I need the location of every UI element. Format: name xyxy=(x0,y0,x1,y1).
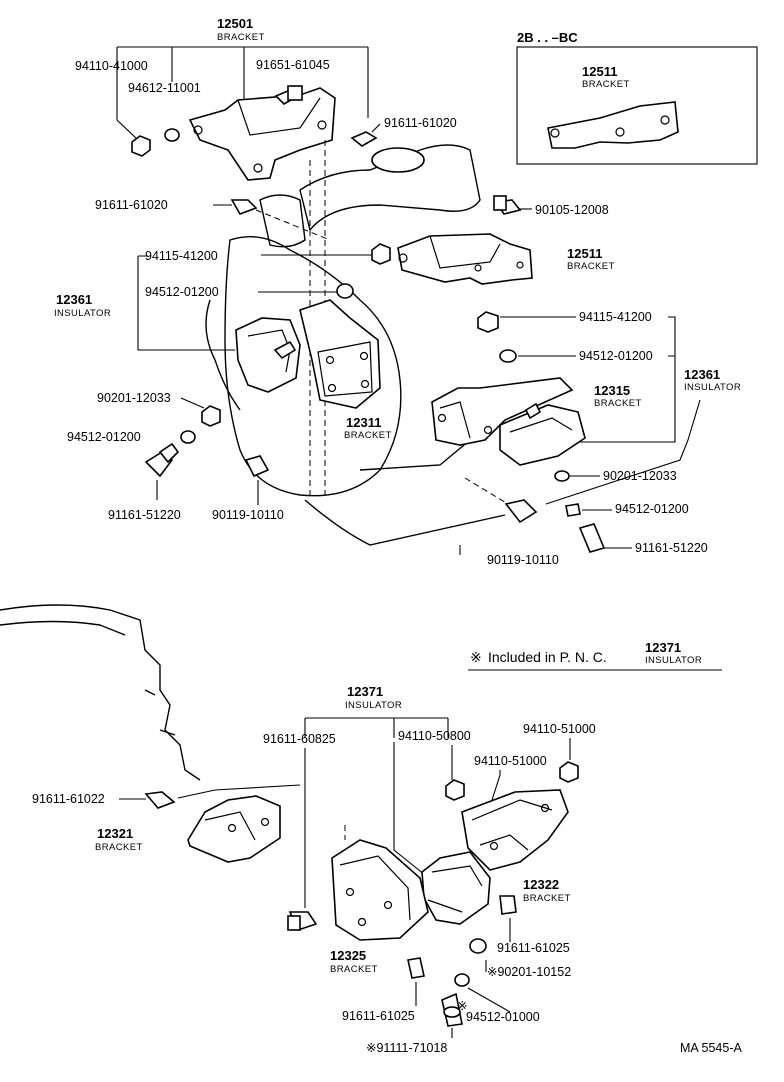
label-12315: 12315 xyxy=(594,383,630,398)
note-text: Included in P. N. C. xyxy=(488,649,607,665)
inset-box: 2B . . –BC 12511 BRACKET xyxy=(516,30,758,165)
washer-94612-11001 xyxy=(164,128,180,142)
label-91611-61025-b: 91611-61025 xyxy=(342,1009,415,1023)
label-12315-name: BRACKET xyxy=(594,398,642,409)
label-91161-51220-a: 91161-51220 xyxy=(108,508,181,522)
nut-94110-41000 xyxy=(131,135,151,157)
label-12322: 12322 xyxy=(523,877,559,892)
engine-block-outline xyxy=(205,144,506,546)
nut-90201-12033-b xyxy=(554,470,570,482)
note-pnc-name: INSULATOR xyxy=(645,655,702,666)
label-94512-01000-mark: ※ xyxy=(457,999,467,1013)
note-symbol: ※ xyxy=(470,649,482,665)
label-12311-name: BRACKET xyxy=(344,430,392,441)
label-12311: 12311 xyxy=(346,415,381,430)
bracket-12511 xyxy=(397,233,533,285)
label-94612-11001: 94612-11001 xyxy=(128,81,201,95)
bolt-90119-10110-b xyxy=(504,499,538,524)
inset-part-name: BRACKET xyxy=(582,79,630,90)
note-pnc: 12371 xyxy=(645,640,681,655)
washer-90201-10152 xyxy=(469,938,487,954)
bracket-12501-group: 12501 BRACKET 94110-41000 94612-11001 91… xyxy=(75,16,457,500)
right-mount-group: 90105-12008 12511 BRACKET 94115-41200 94… xyxy=(397,195,741,567)
bracket-12311 xyxy=(299,299,381,409)
label-90119-10110-b: 90119-10110 xyxy=(487,553,559,567)
bracket-12501 xyxy=(188,87,336,181)
bolt-91611-61025-a xyxy=(499,895,517,915)
label-90119-10110-a: 90119-10110 xyxy=(212,508,284,522)
label-12361-a: 12361 xyxy=(56,292,92,307)
label-94110-50800: 94110-50800 xyxy=(398,729,471,743)
label-12511-name: BRACKET xyxy=(567,261,615,272)
label-12322-name: BRACKET xyxy=(523,893,571,904)
label-94512-01200-d: 94512-01200 xyxy=(615,502,689,516)
bracket-12325 xyxy=(331,839,429,941)
bolt-91611-61020-a xyxy=(350,131,378,147)
label-12361-b: 12361 xyxy=(684,367,720,382)
label-90201-10152: ※90201-10152 xyxy=(487,965,571,979)
nut-94115-41200-a xyxy=(371,243,391,265)
bolt-91161-51220-b xyxy=(578,523,606,553)
washer-94512-01000 xyxy=(454,973,470,987)
label-12371: 12371 xyxy=(347,684,383,699)
label-91111-71018: ※91111-71018 xyxy=(366,1041,447,1055)
label-94512-01000: 94512-01000 xyxy=(466,1010,540,1024)
bracket-12321 xyxy=(187,795,281,863)
label-12361-b-name: INSULATOR xyxy=(684,382,741,393)
lower-engine-outline xyxy=(0,604,201,781)
bolt-91611-61020-b xyxy=(230,199,258,215)
label-91611-61022: 91611-61022 xyxy=(32,792,105,806)
nut-94115-41200-b xyxy=(477,311,499,333)
label-91161-51220-b: 91161-51220 xyxy=(635,541,708,555)
washer-94512-01200-b xyxy=(499,349,517,363)
nut-94110-51000-a xyxy=(559,761,579,783)
doc-code: MA 5545-A xyxy=(680,1041,743,1055)
label-90105-12008: 90105-12008 xyxy=(535,203,609,217)
label-94115-41200-b: 94115-41200 xyxy=(579,310,652,324)
label-91611-61020-a: 91611-61020 xyxy=(384,116,457,130)
insulator-12361-right xyxy=(499,404,586,466)
label-94512-01200-b: 94512-01200 xyxy=(579,349,653,363)
insulator-12371 xyxy=(421,851,491,925)
label-12501-name: BRACKET xyxy=(217,32,265,43)
bolt-90119-10110-a xyxy=(244,455,270,478)
label-91611-60825: 91611-60825 xyxy=(263,732,336,746)
bolt-91611-61022 xyxy=(144,791,176,809)
label-12321: 12321 xyxy=(97,826,133,841)
label-91611-61025-a: 91611-61025 xyxy=(497,941,570,955)
included-note: ※ Included in P. N. C. 12371 INSULATOR xyxy=(468,640,722,671)
label-12325: 12325 xyxy=(330,948,366,963)
lower-mount-group: 12371 INSULATOR 91611-60825 94110-50800 … xyxy=(32,684,596,1055)
label-90201-12033-a: 90201-12033 xyxy=(97,391,171,405)
inset-part-no: 12511 xyxy=(582,64,617,79)
label-94110-51000-a: 94110-51000 xyxy=(523,722,596,736)
label-94110-51000-b: 94110-51000 xyxy=(474,754,547,768)
insulator-12361-left xyxy=(235,317,301,393)
label-90201-12033-b: 90201-12033 xyxy=(603,469,677,483)
label-91611-61020-b: 91611-61020 xyxy=(95,198,168,212)
label-94115-41200-a: 94115-41200 xyxy=(145,249,218,263)
washer-94512-01200-c xyxy=(180,430,196,444)
label-94512-01200-c: 94512-01200 xyxy=(67,430,141,444)
label-94110-41000: 94110-41000 xyxy=(75,59,148,73)
label-91651-61045: 91651-61045 xyxy=(256,58,330,72)
left-mount-group: 91611-61020 94115-41200 94512-01200 1236… xyxy=(54,198,392,522)
washer-94512-01200-a xyxy=(336,283,354,299)
label-12361-a-name: INSULATOR xyxy=(54,308,111,319)
nut-94110-50800 xyxy=(445,779,465,801)
inset-title: 2B . . –BC xyxy=(517,30,578,45)
nut-90201-12033-a xyxy=(201,405,221,427)
label-94512-01200-a: 94512-01200 xyxy=(145,285,219,299)
washer-94512-01200-d xyxy=(565,503,581,517)
label-12501: 12501 xyxy=(217,16,253,31)
label-12325-name: BRACKET xyxy=(330,964,378,975)
label-12371-name: INSULATOR xyxy=(345,700,402,711)
label-12321-name: BRACKET xyxy=(95,842,143,853)
bolt-91611-61025-b xyxy=(407,957,425,979)
label-12511: 12511 xyxy=(567,246,602,261)
